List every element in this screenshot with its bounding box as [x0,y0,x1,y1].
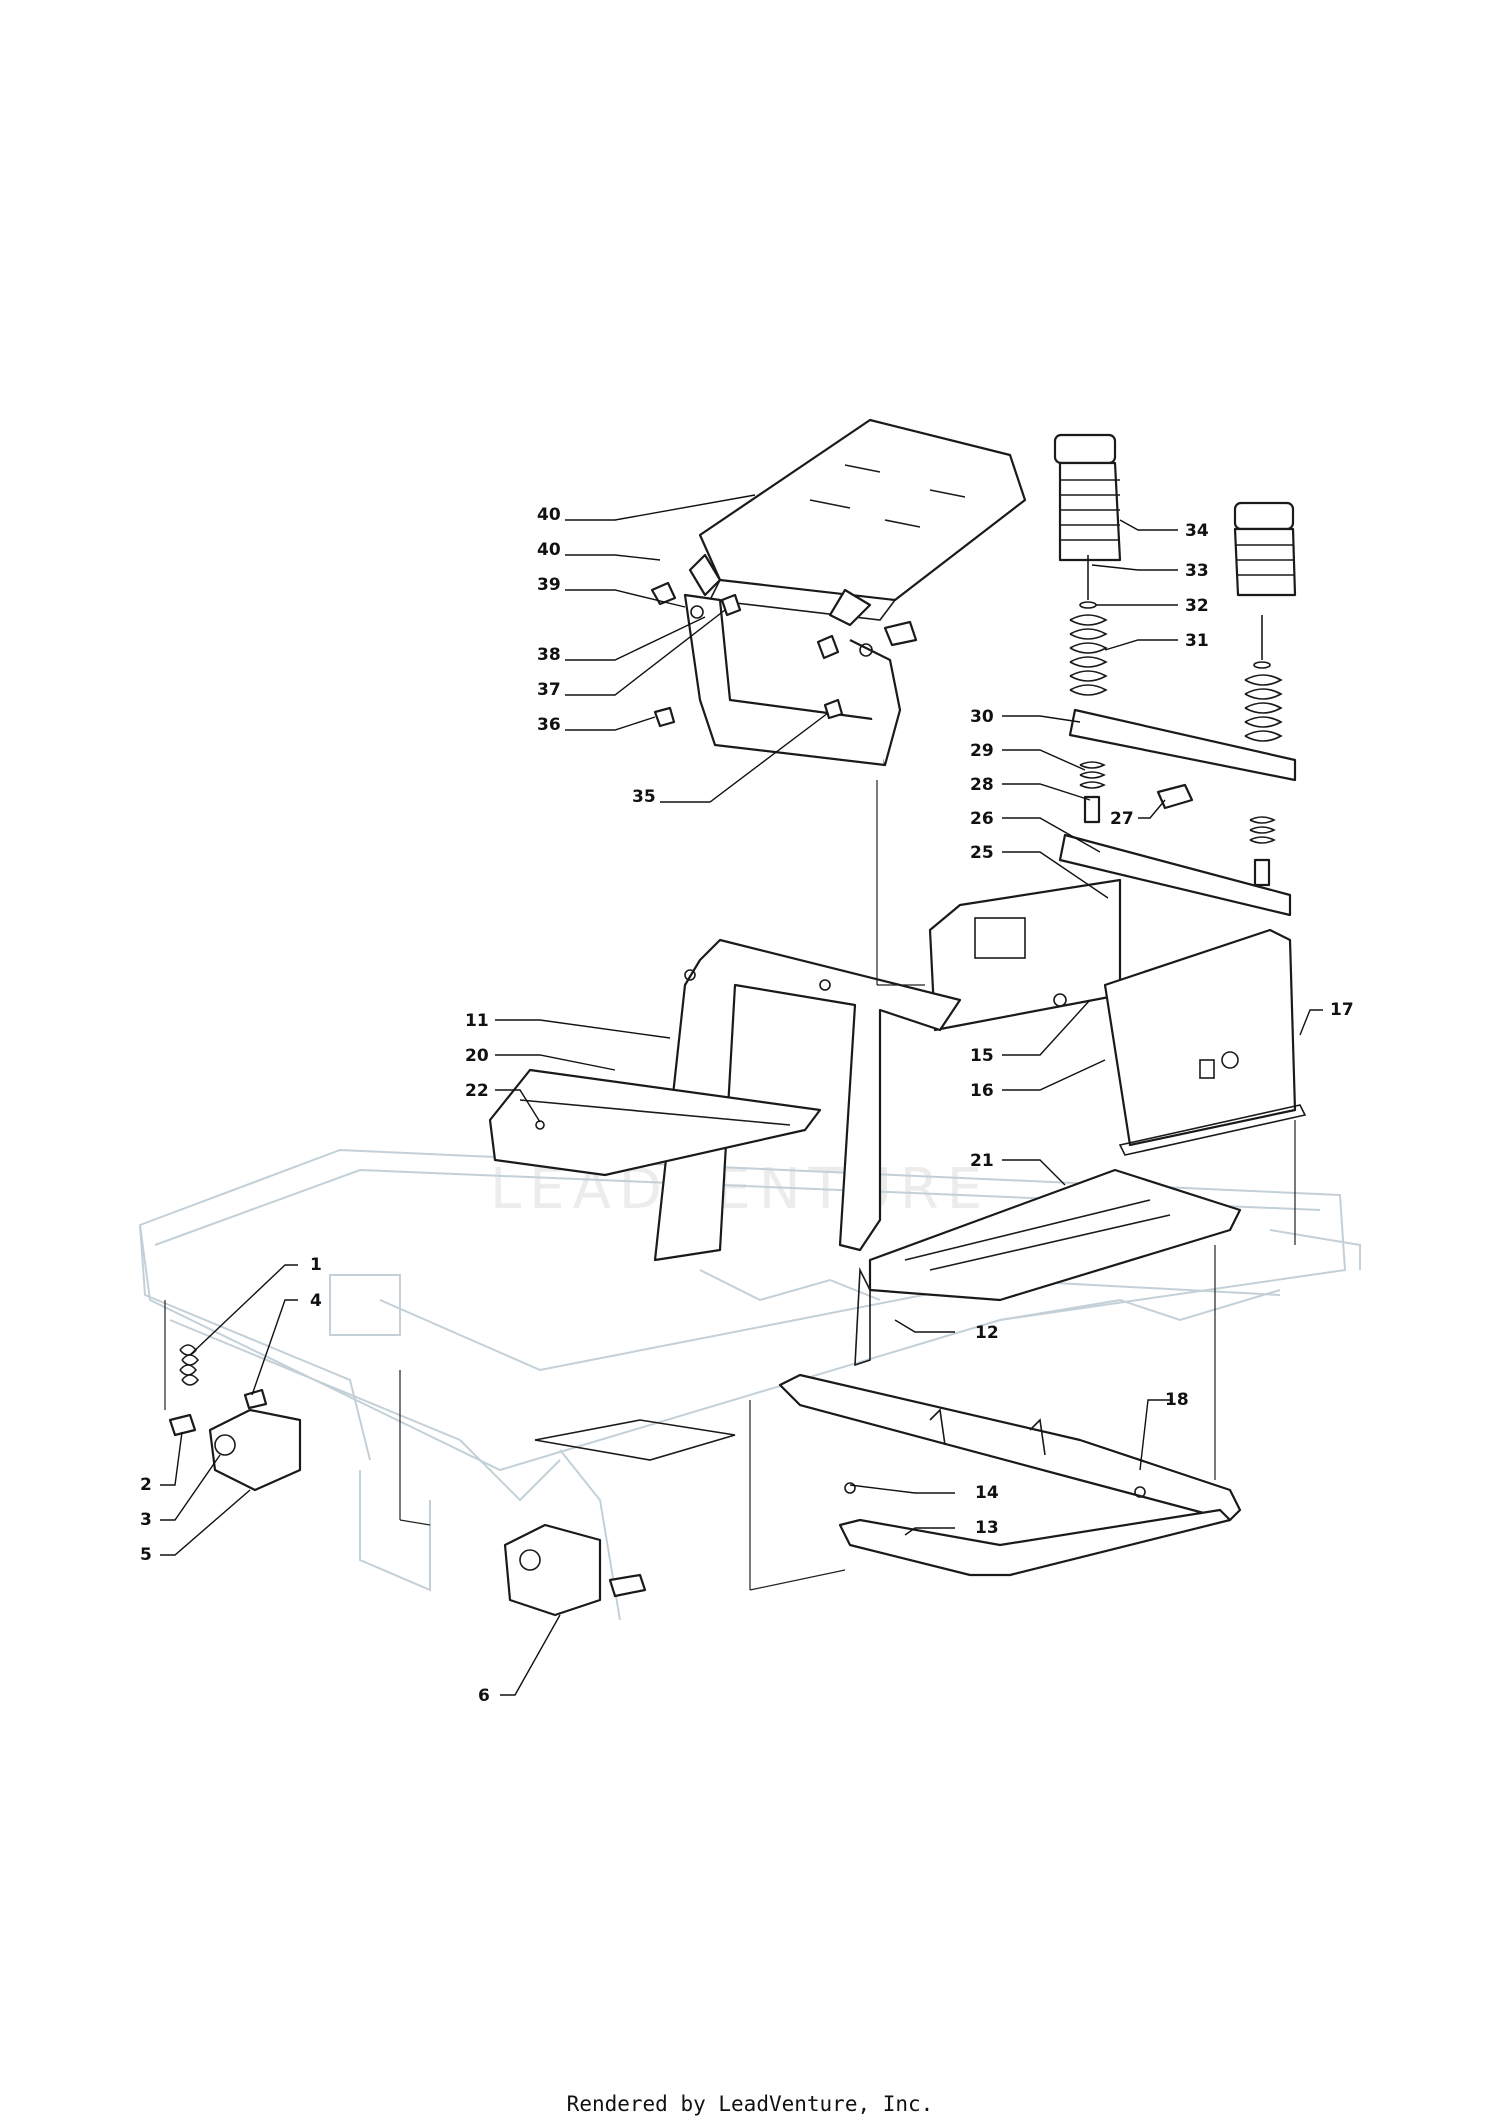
callout-37: 39 [537,575,561,595]
callout-38: 38 [537,645,561,665]
right-footrest [854,1168,1242,1367]
callout-17: 14 [975,1483,999,1503]
callout-1: 1 [310,1255,322,1275]
callout-16: 13 [975,1518,999,1538]
seat-support-box [928,878,1307,1156]
callouts: 40 40 39 38 37 36 35 34 33 32 31 30 29 2… [140,494,1354,1706]
callout-40-lower: 35 [632,787,656,807]
callout-32: 32 [1185,596,1209,616]
left-footrest [488,1068,822,1177]
left-brackets [168,1344,647,1617]
callout-40-left: 36 [537,715,561,735]
callout-33: 33 [1185,561,1209,581]
callout-15: 17 [1330,1000,1354,1020]
callout-36: 40 [537,540,561,560]
seat-frame [653,938,962,1262]
callout-25: 25 [970,843,994,863]
callout-21: 21 [970,1151,994,1171]
callout-35: 40 [537,505,561,525]
callout-12: 12 [975,1323,999,1343]
small-springs [1079,761,1276,887]
callout-18: 18 [1165,1390,1189,1410]
callout-4: 4 [310,1291,322,1311]
callout-26: 26 [970,809,994,829]
callout-5: 5 [140,1545,152,1565]
callout-27: 28 [970,775,994,795]
callout-2: 2 [140,1475,152,1495]
callout-29: 27 [1110,809,1134,829]
assembly-lines [164,780,1296,1591]
callout-14: 16 [970,1081,994,1101]
callout-13: 15 [970,1046,994,1066]
callout-31: 31 [1185,631,1209,651]
spring-plates [1058,708,1297,917]
callout-30: 30 [970,707,994,727]
callout-11: 11 [465,1011,489,1031]
callout-34: 34 [1185,521,1209,541]
callout-20: 20 [465,1046,489,1066]
seat-pan [688,418,1027,627]
seat-hinge-bracket [650,581,918,767]
callout-3: 3 [140,1510,152,1530]
footer-credit: Rendered by LeadVenture, Inc. [566,2092,934,2116]
callout-39: 37 [537,680,561,700]
spring-bellows [1053,433,1297,597]
callout-6: 6 [478,1686,490,1706]
lower-frame-bar [534,1373,1242,1577]
callout-28: 29 [970,741,994,761]
callout-22: 22 [465,1081,489,1101]
